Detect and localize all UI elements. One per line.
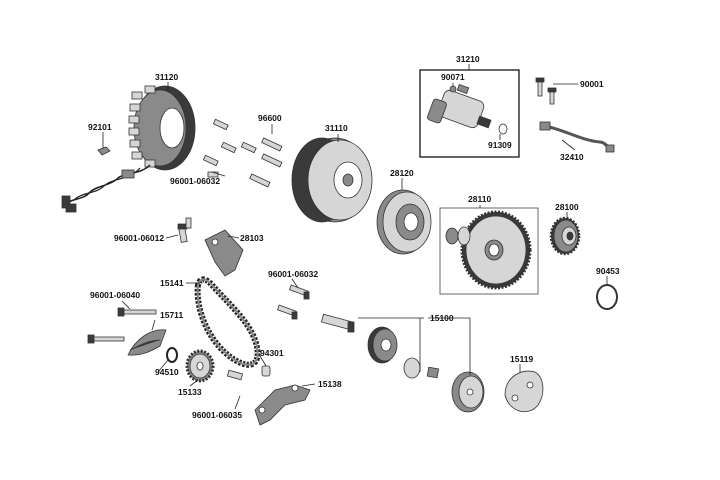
bracket-15138-part[interactable] [254,384,311,426]
label-96001-06032-top[interactable]: 96001-06032 [170,176,220,186]
idle-gear-part[interactable] [549,216,581,256]
starter-driven-gear-part[interactable] [445,210,532,290]
timing-chain-part[interactable] [194,276,261,368]
label-15100[interactable]: 15100 [430,313,454,323]
gear-group-frame [439,207,539,295]
label-15141[interactable]: 15141 [160,278,184,288]
sprocket-15133-part[interactable] [185,349,215,383]
label-32410[interactable]: 32410 [560,152,584,162]
cover-15711-part[interactable] [127,329,167,356]
tensioner-28103-part[interactable] [204,229,244,277]
screw-90071-part[interactable] [449,85,457,93]
label-96001-06040[interactable]: 96001-06040 [90,290,140,300]
oring-90453-part[interactable] [596,284,618,310]
label-31120[interactable]: 31120 [155,72,178,82]
oil-pump-shaft-part[interactable] [320,313,355,333]
pin-94301-part[interactable] [226,365,271,381]
bolt-96001-06032-mid-part[interactable] [277,284,310,320]
starter-clutch-part[interactable] [376,189,432,255]
label-90071[interactable]: 90071 [441,72,465,82]
part-labels: 31120 92101 96600 96001-06032 31110 3121… [88,54,620,420]
stator-part[interactable] [61,85,196,213]
bolt-96001-06012-part[interactable] [177,217,192,243]
label-96600[interactable]: 96600 [258,113,282,123]
label-31210[interactable]: 31210 [456,54,480,64]
oring-91309-part[interactable] [498,123,508,135]
label-28110[interactable]: 28110 [468,194,491,204]
oil-pump-cover-part[interactable] [451,371,485,413]
leader-lines [102,64,608,410]
bolt-90001-part[interactable] [535,77,557,105]
label-96001-06032-mid[interactable]: 96001-06032 [268,269,318,279]
label-28120[interactable]: 28120 [390,168,414,178]
bolt-96001-06032-top-part[interactable] [202,154,219,178]
flywheel-part[interactable] [291,137,373,223]
label-31110[interactable]: 31110 [325,123,348,133]
label-94301[interactable]: 94301 [260,348,284,358]
label-94510[interactable]: 94510 [155,367,179,377]
label-15711[interactable]: 15711 [160,310,183,320]
label-28100[interactable]: 28100 [555,202,579,212]
label-91309[interactable]: 91309 [488,140,512,150]
starter-motor-part[interactable] [427,83,492,129]
circlip-94510-part[interactable] [166,347,178,363]
label-96001-06012[interactable]: 96001-06012 [114,233,164,243]
label-90453[interactable]: 90453 [596,266,620,276]
oil-pump-body-part[interactable] [367,326,440,379]
clip-92101-part[interactable] [97,146,111,156]
label-28103[interactable]: 28103 [240,233,264,243]
label-15119[interactable]: 15119 [510,354,533,364]
gasket-15119-part[interactable] [504,370,544,413]
label-15133[interactable]: 15133 [178,387,202,397]
starter-group-frame [419,69,520,158]
label-15138[interactable]: 15138 [318,379,342,389]
label-96001-06035[interactable]: 96001-06035 [192,410,242,420]
label-90001[interactable]: 90001 [580,79,604,89]
label-92101[interactable]: 92101 [88,122,112,132]
bolt-96600-part[interactable] [212,118,283,188]
bolt-96001-06040-part[interactable] [87,307,157,344]
cable-32410-part[interactable] [539,121,615,153]
